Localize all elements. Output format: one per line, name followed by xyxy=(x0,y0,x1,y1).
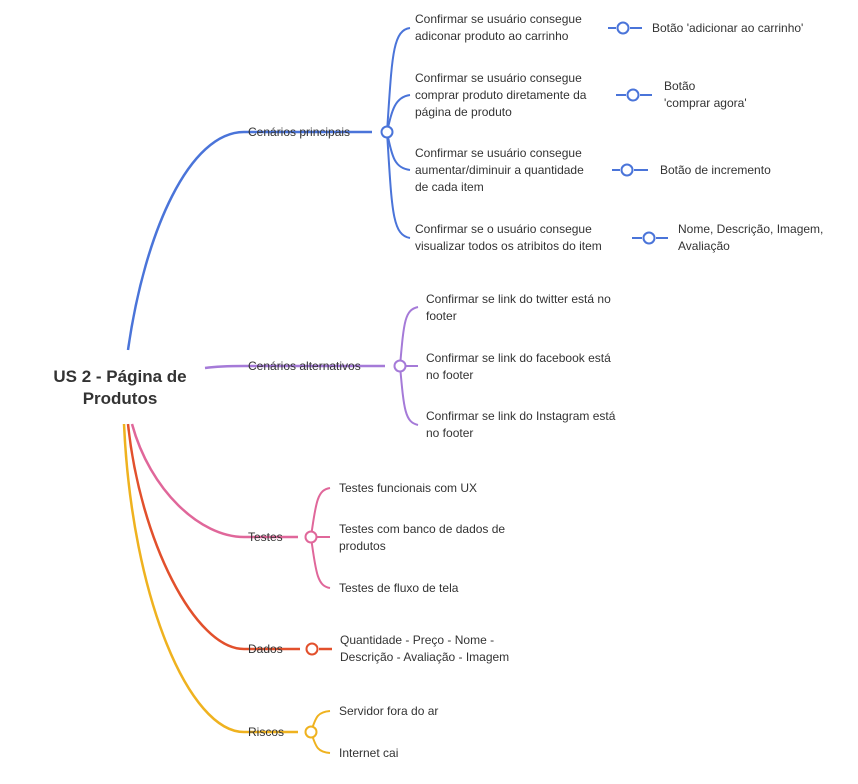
node-text-line: de cada item xyxy=(415,180,484,194)
node-cenarios-alternativos[interactable]: Cenários alternativos xyxy=(248,359,361,373)
collapse-toggle-leaf-2 xyxy=(626,88,640,102)
leaf-atributos[interactable]: Nome, Descrição, Imagem, Avaliação xyxy=(678,221,823,255)
sub-line-principal-1 xyxy=(386,27,411,133)
node-text-line: Confirmar se link do Instagram está xyxy=(426,409,616,423)
node-alt-facebook[interactable]: Confirmar se link do facebook está no fo… xyxy=(426,350,611,384)
node-text-line: Descrição - Avaliação - Imagem xyxy=(340,650,510,664)
node-testes-banco[interactable]: Testes com banco de dados de produtos xyxy=(339,521,505,555)
node-cenarios-principais[interactable]: Cenários principais xyxy=(248,125,351,139)
node-principal-3[interactable]: Confirmar se usuário consegue aumentar/d… xyxy=(415,145,584,196)
node-text-line: no footer xyxy=(426,426,474,440)
node-text-line: comprar produto diretamente da xyxy=(415,88,587,102)
node-text-line: 'comprar agora' xyxy=(664,96,747,110)
sub-line-principal-2 xyxy=(386,94,411,133)
collapse-toggle-alternativos xyxy=(393,359,407,373)
node-text-line: página de produto xyxy=(415,105,512,119)
node-text-line: Avaliação xyxy=(678,239,730,253)
node-riscos[interactable]: Riscos xyxy=(248,725,285,739)
node-alt-instagram[interactable]: Confirmar se link do Instagram está no f… xyxy=(426,408,615,442)
branch-line-alternativos xyxy=(204,364,385,370)
collapse-toggle-testes xyxy=(304,530,318,544)
node-text-line: footer xyxy=(426,309,457,323)
root-title-line1: US 2 - Página de xyxy=(53,367,187,386)
sub-line-testes-1 xyxy=(310,487,331,538)
node-text-line: Confirmar se usuário consegue xyxy=(415,71,582,85)
sub-line-alt-1 xyxy=(399,306,419,367)
collapse-toggle-principais xyxy=(380,125,394,139)
node-text-line: no footer xyxy=(426,368,474,382)
node-text-line: Botão xyxy=(664,79,696,93)
node-text-line: Nome, Descrição, Imagem, xyxy=(678,222,824,236)
node-text-line: adiconar produto ao carrinho xyxy=(415,29,569,43)
node-principal-1[interactable]: Confirmar se usuário consegue adiconar p… xyxy=(415,11,582,45)
node-text-line: produtos xyxy=(339,539,386,553)
sub-line-alt-3 xyxy=(399,365,419,426)
collapse-toggle-dados xyxy=(305,642,319,656)
collapse-toggle-leaf-1 xyxy=(616,21,630,35)
node-text-line: aumentar/diminuir a quantidade xyxy=(415,163,584,177)
root-node[interactable]: US 2 - Página de Produtos xyxy=(30,366,210,410)
branch-line-principais xyxy=(126,130,372,351)
sub-line-principal-4 xyxy=(386,131,411,239)
collapse-toggle-leaf-3 xyxy=(620,163,634,177)
branch-line-testes xyxy=(130,423,298,539)
root-title-line2: Produtos xyxy=(82,389,158,408)
node-principal-2[interactable]: Confirmar se usuário consegue comprar pr… xyxy=(415,70,586,121)
node-riscos-servidor[interactable]: Servidor fora do ar xyxy=(339,704,439,718)
node-riscos-internet[interactable]: Internet cai xyxy=(339,746,399,760)
node-testes-fluxo[interactable]: Testes de fluxo de tela xyxy=(339,581,459,595)
node-text-line: Confirmar se usuário consegue xyxy=(415,12,582,26)
node-text-line: visualizar todos os atribitos do item xyxy=(415,239,602,253)
node-dados-campos[interactable]: Quantidade - Preço - Nome - Descrição - … xyxy=(340,632,509,666)
node-text-line: Confirmar se link do twitter está no xyxy=(426,292,611,306)
node-text-line: Confirmar se link do facebook está xyxy=(426,351,611,365)
leaf-botao-adicionar[interactable]: Botão 'adicionar ao carrinho' xyxy=(652,21,804,35)
collapse-toggle-riscos xyxy=(304,725,318,739)
node-principal-4[interactable]: Confirmar se o usuário consegue visualiz… xyxy=(415,221,602,255)
node-text-line: Confirmar se o usuário consegue xyxy=(415,222,592,236)
node-testes-funcionais[interactable]: Testes funcionais com UX xyxy=(339,481,478,495)
sub-line-testes-3 xyxy=(310,536,331,589)
branch-line-riscos xyxy=(122,423,298,734)
node-text-line: Quantidade - Preço - Nome - xyxy=(340,633,495,647)
node-text-line: Testes com banco de dados de xyxy=(339,522,506,536)
node-dados[interactable]: Dados xyxy=(248,642,283,656)
node-alt-twitter[interactable]: Confirmar se link do twitter está no foo… xyxy=(426,291,611,325)
leaf-botao-comprar[interactable]: Botão 'comprar agora' xyxy=(664,78,747,112)
collapse-toggle-leaf-4 xyxy=(642,231,656,245)
sub-line-principal-3 xyxy=(386,131,411,171)
branch-line-dados xyxy=(126,423,300,651)
node-text-line: Confirmar se usuário consegue xyxy=(415,146,582,160)
leaf-botao-incremento[interactable]: Botão de incremento xyxy=(660,163,771,177)
node-testes[interactable]: Testes xyxy=(248,530,283,544)
